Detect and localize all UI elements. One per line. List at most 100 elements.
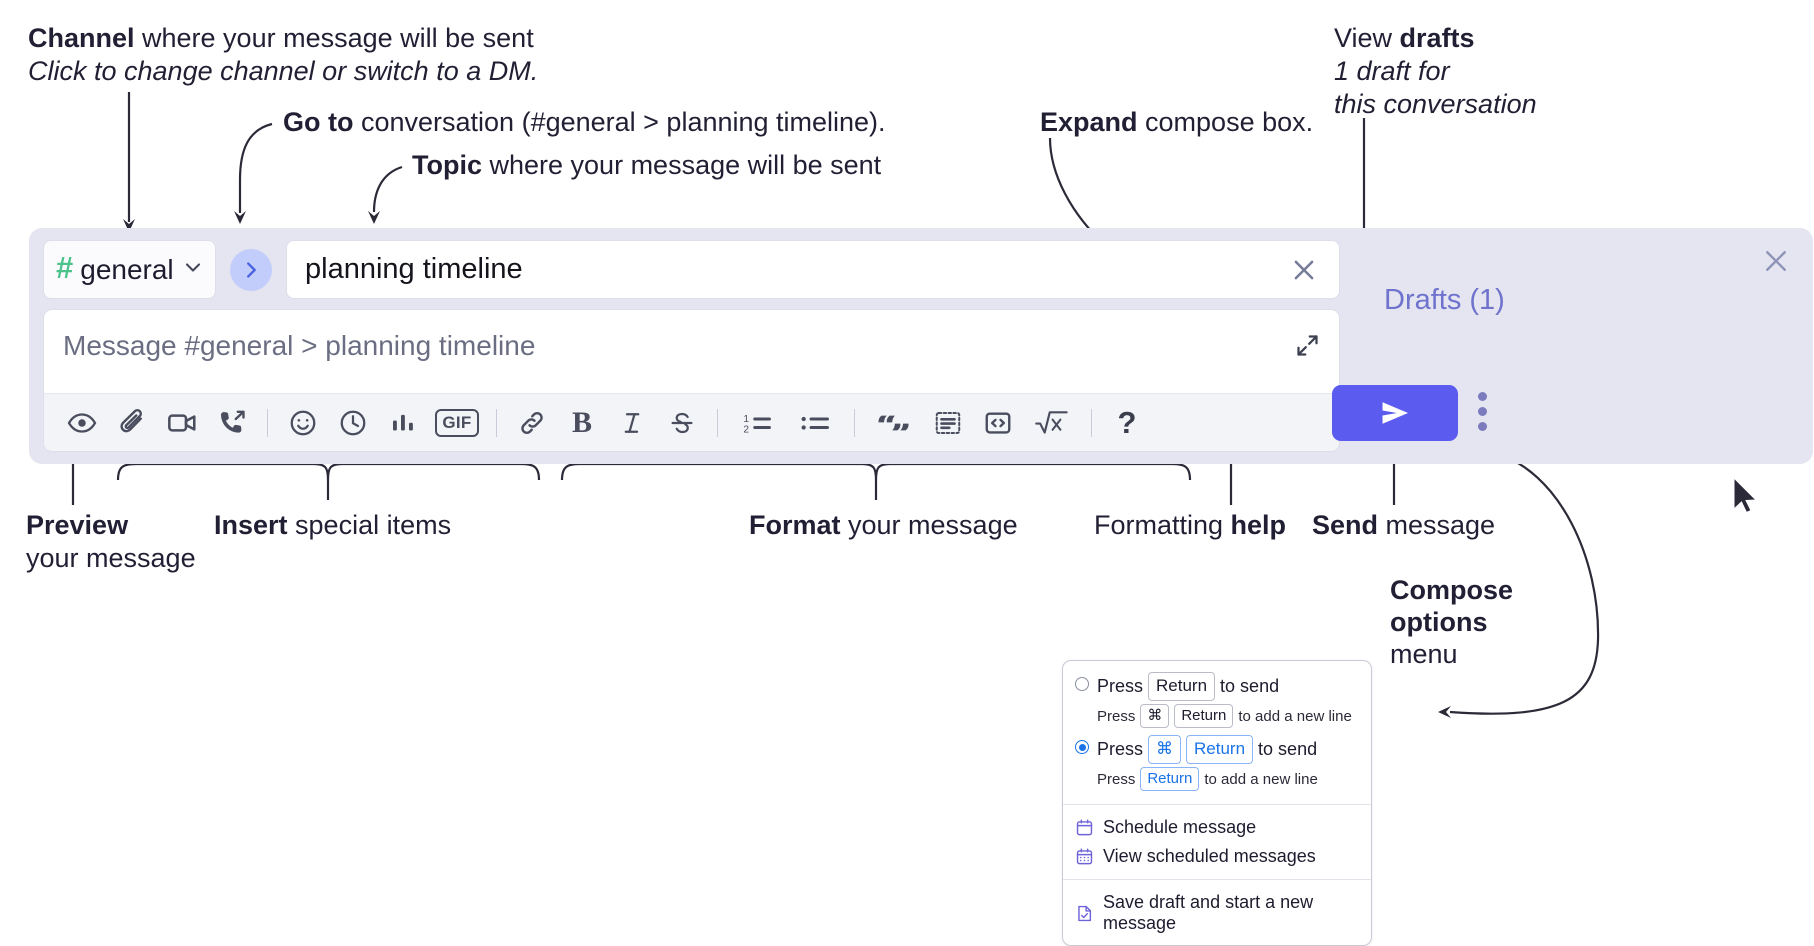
annotation-preview: Preview your message [26, 509, 196, 575]
calendar-icon [1075, 818, 1094, 837]
audio-clip-icon[interactable] [207, 400, 257, 446]
radio-unselected-icon[interactable] [1075, 677, 1089, 691]
message-input-box[interactable]: Message #general > planning timeline [43, 309, 1340, 452]
annotation-drafts-normal: View [1334, 23, 1400, 53]
compose-inner: # general planning timeline M [43, 240, 1340, 452]
bold-glyph: B [571, 405, 592, 439]
toolbar-divider [267, 408, 268, 437]
ordered-list-icon[interactable]: 1 2 [728, 400, 786, 446]
annotation-insert-bold: Insert [214, 510, 288, 540]
annotation-goto: Go to conversation (#general > planning … [283, 106, 886, 139]
send-button[interactable] [1332, 385, 1458, 441]
italic-icon[interactable] [607, 400, 657, 446]
blockquote-icon[interactable] [865, 400, 923, 446]
menu-divider [1063, 804, 1371, 806]
toolbar-divider [717, 408, 718, 437]
math-icon[interactable] [1023, 400, 1081, 446]
annotation-format-bold: Format [749, 510, 841, 540]
annotation-channel-bold: Channel [28, 23, 135, 53]
topic-value: planning timeline [305, 253, 523, 285]
help-icon[interactable]: ? [1102, 400, 1152, 446]
annotation-preview-bold: Preview [26, 510, 129, 540]
kebab-dot [1478, 392, 1487, 401]
save-draft-icon [1075, 904, 1094, 923]
annotation-send: Send message [1312, 509, 1495, 542]
send-icon [1382, 402, 1409, 424]
channel-name: general [80, 253, 174, 285]
drafts-link[interactable]: Drafts (1) [1384, 284, 1505, 316]
annotation-drafts-line2: 1 draft for [1334, 55, 1450, 86]
annotation-send-rest: message [1378, 510, 1496, 540]
code-icon[interactable] [923, 400, 973, 446]
annotation-help-normal: Formatting [1094, 510, 1231, 540]
channel-selector[interactable]: # general [43, 240, 216, 299]
attach-icon[interactable] [107, 400, 157, 446]
option2-key-cmd: ⌘ [1148, 735, 1182, 765]
menu-item-label: Save draft and start a new message [1103, 892, 1314, 934]
topic-field[interactable]: planning timeline [286, 240, 1340, 299]
chevron-right-icon [247, 261, 256, 278]
bold-icon[interactable]: B [557, 400, 607, 446]
option2-sub-press: Press [1097, 770, 1136, 788]
annotation-drafts-line3: this conversation [1334, 88, 1537, 119]
option1-sub-suffix: to add a new line [1238, 707, 1352, 725]
option1-key-return: Return [1148, 672, 1216, 701]
close-icon[interactable] [1761, 246, 1791, 281]
link-icon[interactable] [507, 400, 557, 446]
option1-suffix: to send [1220, 675, 1280, 696]
code-block-icon[interactable] [973, 400, 1023, 446]
menu-item-save-draft[interactable]: Save draft and start a new message [1063, 888, 1371, 943]
gif-icon[interactable]: GIF [428, 400, 486, 446]
option2-press: Press [1097, 739, 1144, 760]
compose-options-menu: Press Return to send Press ⌘ Return to a… [1062, 660, 1372, 946]
message-placeholder: Message #general > planning timeline [63, 330, 536, 361]
annotation-format-rest: your message [840, 510, 1018, 540]
option1-sub-key-return: Return [1174, 703, 1234, 729]
bulleted-list-icon[interactable] [786, 400, 844, 446]
toolbar-divider [854, 408, 855, 437]
annotation-channel-italic: Click to change channel or switch to a D… [28, 55, 539, 86]
video-clip-icon[interactable] [157, 400, 207, 446]
annotation-send-bold: Send [1312, 510, 1379, 540]
annotation-topic-bold: Topic [412, 150, 482, 180]
preview-icon[interactable] [57, 400, 107, 446]
menu-divider [1063, 879, 1371, 881]
formatting-toolbar: GIF B [44, 393, 1339, 451]
menu-item-schedule-message[interactable]: Schedule message [1063, 813, 1371, 842]
gif-label: GIF [435, 408, 479, 437]
annotation-compose-line1: Compose [1390, 575, 1514, 605]
kebab-dot [1478, 407, 1487, 416]
option1-main-line: Press Return to send [1097, 672, 1279, 701]
annotation-compose-line2: options [1390, 606, 1488, 637]
menu-option-cmd-return-to-send[interactable]: Press ⌘ Return to send [1063, 733, 1371, 766]
annotation-topic: Topic where your message will be sent [412, 149, 881, 182]
option2-sub-suffix: to add a new line [1204, 770, 1318, 788]
annotation-insert-rest: special items [287, 510, 452, 540]
option1-press: Press [1097, 675, 1144, 696]
goto-conversation-button[interactable] [230, 248, 272, 291]
help-label: ? [1117, 404, 1137, 440]
poll-icon[interactable] [378, 400, 428, 446]
chevron-down-icon [181, 255, 205, 284]
emoji-icon[interactable] [278, 400, 328, 446]
compose-options-button[interactable] [1478, 392, 1487, 431]
strikethrough-icon[interactable] [657, 400, 707, 446]
menu-item-label: Schedule message [1103, 817, 1257, 838]
option1-sub-key-cmd: ⌘ [1140, 703, 1170, 729]
menu-option-return-to-send[interactable]: Press Return to send [1063, 670, 1371, 703]
option2-sub-key-return: Return [1140, 767, 1200, 792]
clear-topic-icon[interactable] [1289, 255, 1325, 285]
clock-icon[interactable] [328, 400, 378, 446]
expand-icon[interactable] [1294, 332, 1321, 364]
menu-item-view-scheduled-messages[interactable]: View scheduled messages [1063, 842, 1371, 871]
annotation-help-bold: help [1230, 510, 1287, 540]
toolbar-divider [1091, 408, 1092, 437]
annotation-insert: Insert special items [214, 509, 451, 542]
radio-selected-icon[interactable] [1075, 740, 1089, 755]
annotation-expand-bold: Expand [1040, 107, 1138, 137]
annotation-expand: Expand compose box. [1040, 106, 1313, 139]
annotation-channel: Channel where your message will be sent … [28, 22, 538, 88]
